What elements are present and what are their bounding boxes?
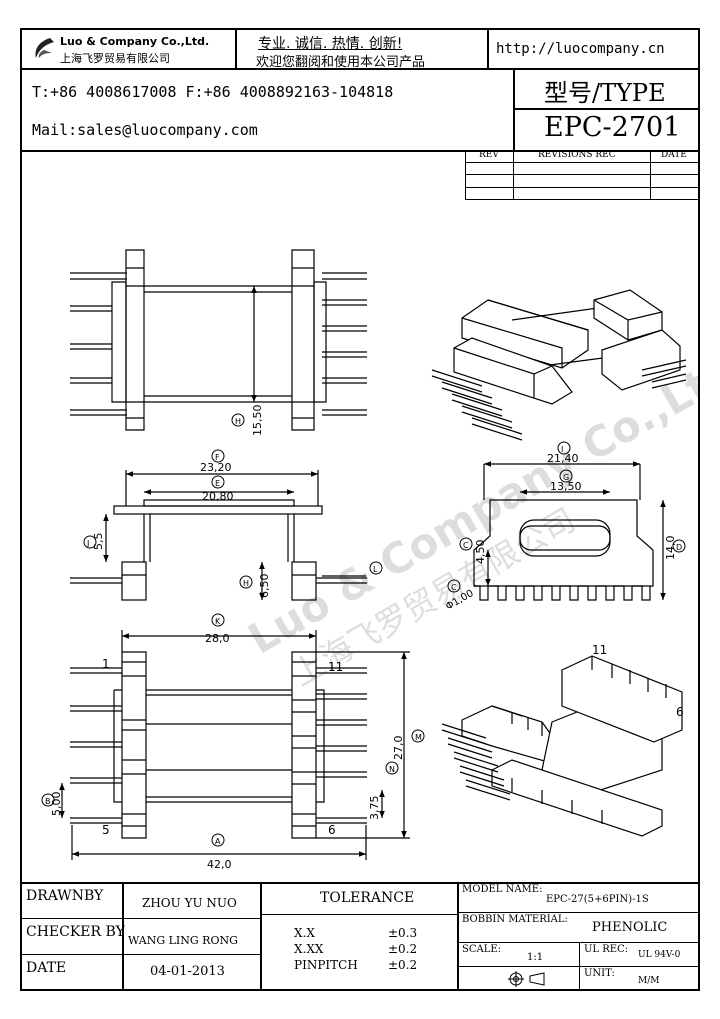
svg-text:J: J [86, 539, 89, 548]
company-logo-icon [30, 36, 56, 60]
svg-text:5,00: 5,00 [50, 792, 63, 817]
bottom-view-dims: K 28,0 A 42,0 M 27,0 3,75 N B 5,00 1 5 6… [41, 613, 425, 871]
svg-text:21,40: 21,40 [547, 452, 579, 465]
svg-text:K: K [215, 617, 221, 626]
iso-view-bottom-labels: 11 6 [592, 643, 684, 719]
phone-fax: T:+86 4008617008 F:+86 4008892163-104818 [32, 83, 394, 101]
svg-text:F: F [215, 453, 220, 462]
svg-text:1: 1 [102, 657, 110, 671]
bobbin-material-value: PHENOLIC [592, 920, 668, 935]
svg-text:M: M [415, 733, 422, 742]
svg-text:14,0: 14,0 [664, 536, 677, 561]
slogan-line-1: 专业. 诚信. 热情. 创新! [258, 36, 403, 52]
model-name-value: EPC-27(5+6PIN)-1S [546, 894, 649, 905]
type-value: EPC-2701 [544, 112, 681, 143]
svg-text:5,5: 5,5 [92, 533, 105, 551]
svg-text:5: 5 [102, 823, 110, 837]
svg-text:I: I [561, 445, 563, 454]
email[interactable]: Mail:sales@luocompany.com [32, 121, 258, 139]
svg-text:20,80: 20,80 [202, 490, 234, 503]
svg-text:23,20: 23,20 [200, 461, 232, 474]
svg-text:42,0: 42,0 [207, 858, 232, 871]
revision-table: REV REVISIONS REC DATE [465, 150, 698, 200]
svg-text:6: 6 [328, 823, 336, 837]
svg-text:B: B [45, 797, 51, 806]
svg-text:G: G [563, 473, 569, 482]
svg-text:6,50: 6,50 [258, 574, 271, 599]
slogan-line-2: 欢迎您翻阅和使用本公司产品 [256, 55, 426, 70]
iso-view-top [431, 289, 687, 441]
company-name-en: Luo & Company Co.,Ltd. [60, 35, 210, 48]
svg-text:A: A [215, 837, 221, 846]
date-label: DATE [26, 960, 67, 976]
watermark: Luo & Company Co.,Ltd. 上海飞罗贸易有限公司 [240, 336, 698, 693]
tol-val-pinpitch: ±0.2 [388, 958, 418, 972]
projection-symbol-icon [506, 970, 550, 988]
svg-text:15,50: 15,50 [251, 405, 264, 437]
drawnby-value: ZHOU YU NUO [142, 896, 237, 910]
scale-label: SCALE: [462, 944, 502, 955]
svg-text:E: E [215, 479, 220, 488]
top-view-dim-h: H 15,50 [231, 405, 264, 437]
svg-text:11: 11 [328, 660, 343, 674]
tol-key-xx: X.X [294, 926, 315, 940]
ul-rec-value: UL 94V-0 [638, 950, 681, 960]
svg-text:N: N [389, 765, 395, 774]
top-view [70, 249, 367, 431]
svg-text:27,0: 27,0 [392, 736, 405, 761]
svg-text:13,50: 13,50 [550, 480, 582, 493]
bobbin-material-label: BOBBIN MATERIAL: [462, 914, 568, 925]
tol-val-xxx: ±0.2 [388, 942, 418, 956]
svg-text:L: L [373, 565, 378, 574]
revisions-rec-col-header: REVISIONS REC [538, 150, 616, 160]
ul-rec-label: UL REC: [584, 944, 629, 955]
svg-text:6: 6 [676, 705, 684, 719]
checker-value: WANG LING RONG [128, 934, 238, 947]
svg-text:D: D [676, 543, 682, 552]
svg-text:H: H [235, 417, 241, 426]
svg-text:4,50: 4,50 [474, 540, 487, 565]
drawnby-label: DRAWNBY [26, 888, 104, 904]
tol-val-xx: ±0.3 [388, 926, 418, 940]
date-value: 04-01-2013 [150, 964, 225, 979]
svg-text:28,0: 28,0 [205, 632, 230, 645]
tol-key-xxx: X.XX [294, 942, 324, 956]
svg-text:C: C [463, 541, 469, 550]
company-url[interactable]: http://luocompany.cn [496, 41, 665, 57]
model-name-label: MODEL NAME: [462, 884, 543, 895]
unit-value: M/M [638, 976, 660, 986]
svg-text:11: 11 [592, 643, 607, 657]
svg-text:3,75: 3,75 [368, 796, 381, 821]
front-view [70, 470, 367, 601]
svg-text:C: C [451, 583, 457, 592]
front-view-dims: F 23,20 E 20,80 J 5,5 H 6,50 L [83, 449, 383, 599]
iso-view-bottom [441, 655, 683, 837]
bottom-view [59, 630, 410, 860]
date-col-header: DATE [661, 150, 687, 160]
technical-drawing: Luo & Company Co.,Ltd. 上海飞罗贸易有限公司 [41, 249, 698, 871]
drawing-sheet: Luo & Company Co.,Ltd. 上海飞罗贸易有限公司 专业. 诚信… [20, 28, 700, 991]
scale-value: 1:1 [527, 952, 544, 963]
tol-key-pinpitch: PINPITCH [294, 958, 358, 972]
tolerance-label: TOLERANCE [320, 890, 415, 906]
svg-text:H: H [243, 579, 249, 588]
type-label: 型号/TYPE [544, 79, 666, 107]
side-view [473, 461, 666, 601]
company-name-cn: 上海飞罗贸易有限公司 [60, 52, 170, 65]
unit-label: UNIT: [584, 968, 615, 979]
checker-label: CHECKER BY [26, 924, 125, 940]
rev-col-header: REV [479, 150, 499, 160]
